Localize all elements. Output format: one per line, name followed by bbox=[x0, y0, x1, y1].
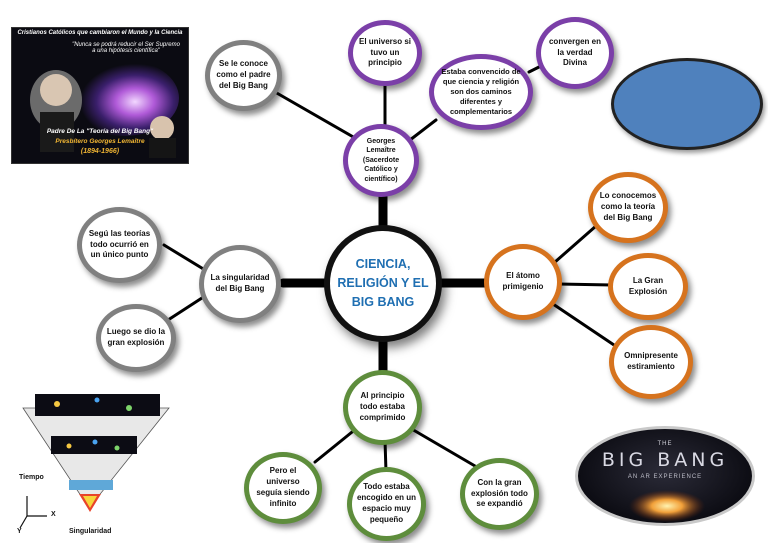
bottom-item-node-2: Todo estaba encogido en un espacio muy p… bbox=[347, 467, 426, 541]
top-item-node-2: El universo si tuvo un principio bbox=[348, 20, 422, 86]
top-sub-node: convergen en la verdad Divina bbox=[536, 17, 614, 89]
lemaitre-photo-card: Cristianos Católicos que cambiaron el Mu… bbox=[11, 27, 189, 164]
left-item-node-2: Luego se dio la gran explosión bbox=[96, 304, 176, 372]
big-bang-subtitle: AN AR EXPERIENCE bbox=[627, 474, 703, 480]
big-bang-title: BIG BANG bbox=[601, 449, 729, 471]
bottom-item-node-3: Con la gran explosión todo se expandió bbox=[460, 458, 539, 530]
photo-caption-2: Presbítero Georges Lemaître bbox=[55, 138, 145, 145]
compressed-hub-node: Al principio todo estaba comprimido bbox=[343, 370, 422, 445]
glowing-galaxy-icon bbox=[629, 490, 705, 522]
right-item-label-2: La Gran Explosión bbox=[628, 275, 668, 296]
expansion-cone-diagram: Tiempo X Y Singularidad bbox=[17, 388, 187, 538]
right-item-node-2: La Gran Explosión bbox=[608, 253, 688, 320]
top-item-label-2: El universo si tuvo un principio bbox=[358, 36, 412, 68]
top-sub-label: convergen en la verdad Divina bbox=[548, 36, 601, 68]
singularity-hub-label: La singularidad del Big Bang bbox=[210, 273, 270, 293]
top-item-label-3: Estaba convencido de que ciencia y relig… bbox=[441, 66, 521, 117]
central-topic-node: CIENCIA, RELIGIÓN Y EL BIG BANG bbox=[324, 225, 442, 342]
top-item-node-3: Estaba convencido de que ciencia y relig… bbox=[429, 54, 533, 130]
lemaitre-hub-node: Georges Lemaître (Sacerdote Católico y c… bbox=[343, 124, 419, 197]
axis-x-label: X bbox=[51, 511, 56, 518]
axis-y-label: Y bbox=[17, 528, 22, 535]
photo-years: (1894-1966) bbox=[80, 148, 120, 155]
right-item-node-3: Omnipresente estiramiento bbox=[609, 325, 693, 399]
right-item-node-1: Lo conocemos como la teoría del Big Bang bbox=[588, 172, 668, 243]
photo-quote: "Nunca se podrá reducir el Ser Supremo a… bbox=[72, 42, 180, 54]
compressed-hub-label: Al principio todo estaba comprimido bbox=[359, 391, 406, 422]
bottom-item-label-2: Todo estaba encogido en un espacio muy p… bbox=[356, 482, 417, 524]
top-item-node-1: Se le conoce como el padre del Big Bang bbox=[205, 40, 282, 111]
bottom-item-label-1: Pero el universo seguía siendo infinito bbox=[256, 466, 310, 508]
right-item-label-3: Omnipresente estiramiento bbox=[624, 351, 678, 371]
central-topic-label: CIENCIA, RELIGIÓN Y EL BIG BANG bbox=[337, 257, 429, 309]
axis-time-label: Tiempo bbox=[19, 474, 44, 481]
galaxy-illustration bbox=[12, 28, 188, 163]
blue-oval-shape bbox=[611, 58, 763, 150]
big-bang-ar-image: THE BIG BANG AN AR EXPERIENCE bbox=[575, 426, 755, 526]
singularity-hub-node: La singularidad del Big Bang bbox=[199, 245, 281, 323]
left-item-node-1: Segú las teorías todo ocurrió en un únic… bbox=[77, 207, 162, 283]
primeval-atom-hub-label: El átomo primigenio bbox=[502, 271, 544, 291]
right-item-label-1: Lo conocemos como la teoría del Big Bang bbox=[599, 191, 657, 222]
lemaitre-hub-label: Georges Lemaître (Sacerdote Católico y c… bbox=[362, 137, 400, 183]
singularity-label: Singularidad bbox=[69, 528, 112, 535]
bottom-item-label-3: Con la gran explosión todo se expandió bbox=[471, 477, 528, 509]
photo-title: Cristianos Católicos que cambiaron el Mu… bbox=[17, 30, 183, 36]
big-bang-small-label: THE bbox=[657, 441, 673, 447]
photo-caption-1: Padre De La "Teoría del Big Bang" bbox=[46, 128, 154, 135]
left-item-label-1: Segú las teorías todo ocurrió en un únic… bbox=[88, 228, 151, 260]
expansion-cone-drawing bbox=[19, 394, 170, 529]
top-item-label-1: Se le conoce como el padre del Big Bang bbox=[216, 59, 271, 90]
primeval-atom-hub-node: El átomo primigenio bbox=[484, 244, 562, 320]
bottom-item-node-1: Pero el universo seguía siendo infinito bbox=[244, 452, 322, 524]
left-item-label-2: Luego se dio la gran explosión bbox=[106, 327, 166, 347]
